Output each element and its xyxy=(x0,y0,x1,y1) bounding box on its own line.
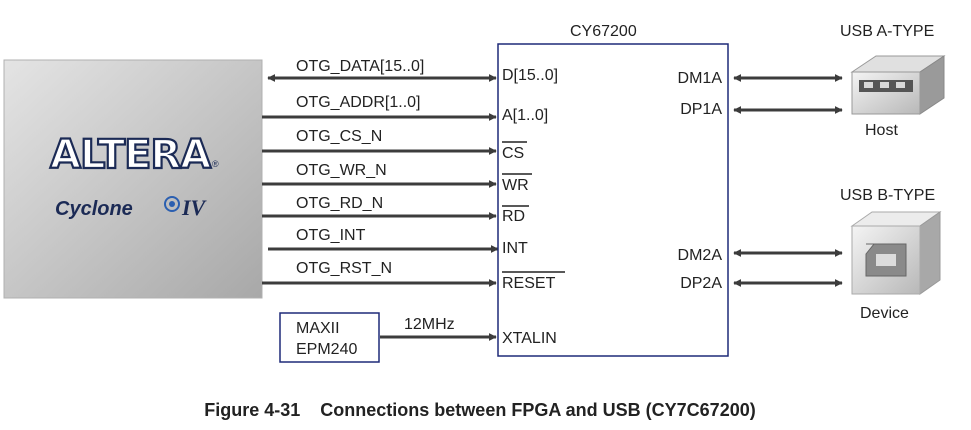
signal-label-otg-rst: OTG_RST_N xyxy=(296,260,392,277)
signal-lines xyxy=(262,74,499,341)
pin-wr: WR xyxy=(502,177,529,194)
pin-xtalin: XTALIN xyxy=(502,330,557,347)
figure-caption: Figure 4-31 Connections between FPGA and… xyxy=(204,400,755,420)
altera-registered-mark: ® xyxy=(212,159,219,169)
usb-b-connector: USB B-TYPE Device xyxy=(840,187,942,322)
signal-label-otg-addr: OTG_ADDR[1..0] xyxy=(296,94,420,111)
fpga-chip: ALTERA ® Cyclone IV xyxy=(3,59,263,299)
epm240-label: EPM240 xyxy=(296,341,357,358)
pin-d: D[15..0] xyxy=(502,67,558,84)
pin-a: A[1..0] xyxy=(502,107,548,124)
clock-label: 12MHz xyxy=(404,316,455,333)
maxii-chip: MAXII EPM240 12MHz xyxy=(279,312,455,363)
altera-logo: ALTERA xyxy=(50,132,211,178)
cy67200-chip: CY67200 D[15..0] A[1..0] CS WR RD INT RE… xyxy=(497,23,729,357)
swirl-icon xyxy=(164,196,180,212)
pin-dm1a: DM1A xyxy=(678,70,723,87)
signal-label-otg-cs: OTG_CS_N xyxy=(296,128,382,145)
pin-dp2a: DP2A xyxy=(680,275,722,292)
pin-int: INT xyxy=(502,240,528,257)
cyclone-logo: Cyclone xyxy=(55,198,133,220)
cyclone-iv-logo: IV xyxy=(181,195,208,220)
usb-a-label: Host xyxy=(865,122,898,139)
pin-reset: RESET xyxy=(502,275,556,292)
pin-cs: CS xyxy=(502,145,524,162)
usb-b-port-icon xyxy=(850,211,942,295)
usb-b-title: USB B-TYPE xyxy=(840,187,935,204)
signal-label-otg-wr: OTG_WR_N xyxy=(296,162,387,179)
signal-label-otg-data: OTG_DATA[15..0] xyxy=(296,58,424,75)
signal-label-otg-int: OTG_INT xyxy=(296,227,366,244)
usb-a-connector: USB A-TYPE Host xyxy=(840,23,946,139)
cy67200-title: CY67200 xyxy=(570,23,637,40)
usb-lines xyxy=(733,74,843,287)
pin-dp1a: DP1A xyxy=(680,101,722,118)
signal-labels: OTG_DATA[15..0] OTG_ADDR[1..0] OTG_CS_N … xyxy=(296,58,424,277)
pin-rd: RD xyxy=(502,208,525,225)
usb-a-port-icon xyxy=(850,55,946,115)
maxii-label: MAXII xyxy=(296,320,340,337)
pin-dm2a: DM2A xyxy=(678,247,723,264)
signal-label-otg-rd: OTG_RD_N xyxy=(296,195,383,212)
active-low-overbars xyxy=(502,141,565,273)
usb-a-title: USB A-TYPE xyxy=(840,23,934,40)
usb-b-label: Device xyxy=(860,305,909,322)
